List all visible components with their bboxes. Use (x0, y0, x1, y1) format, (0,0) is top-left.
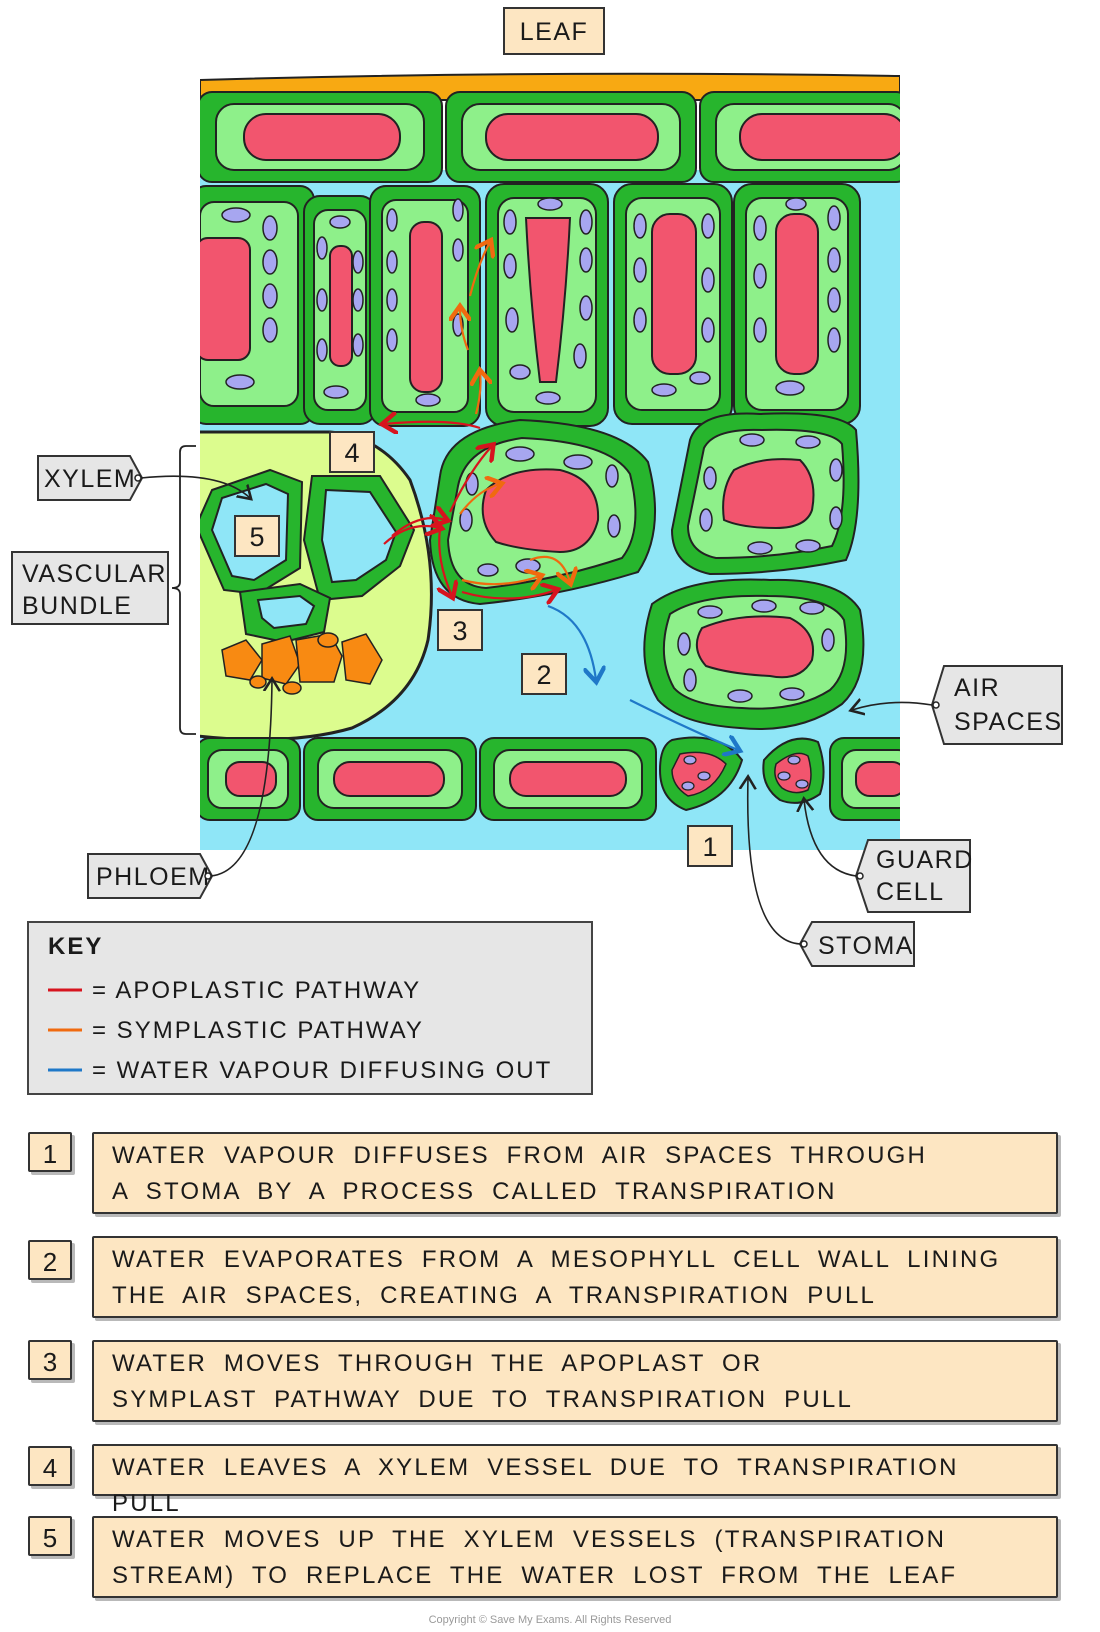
apoplastic-arrow (384, 422, 481, 428)
palisade-cell (369, 185, 481, 427)
svg-text:BUNDLE: BUNDLE (22, 592, 132, 620)
vascular-bundle (200, 430, 433, 742)
svg-text:1: 1 (702, 832, 717, 862)
svg-text:2: 2 (536, 660, 551, 690)
marker-3: 3 (437, 609, 483, 651)
symplastic-arrow (476, 372, 481, 415)
palisade-cell (733, 183, 861, 425)
vascular-bundle-label: VASCULAR BUNDLE (11, 445, 196, 735)
copyright-footer: Copyright © Save My Exams. All Rights Re… (428, 1614, 672, 1626)
key-box: KEY = APOPLASTIC PATHWAY = SYMPLASTIC PA… (27, 921, 593, 1095)
leaf-label: LEAF (503, 7, 605, 55)
svg-text:GUARD: GUARD (876, 846, 974, 874)
symplastic-arrow (459, 484, 500, 515)
svg-text:STOMA: STOMA (818, 932, 914, 960)
step-number: 1 (28, 1132, 72, 1172)
marker-5: 5 (234, 515, 280, 557)
apoplastic-arrow (391, 518, 446, 537)
key-item-vapour: = WATER VAPOUR DIFFUSING OUT (92, 1057, 552, 1084)
svg-text:LEAF: LEAF (520, 18, 589, 46)
step-number: 5 (28, 1516, 72, 1556)
xylem-label: XYLEM (37, 455, 250, 501)
svg-text:4: 4 (344, 438, 359, 468)
step-description: WATER MOVES THROUGH THE APOPLAST OR SYMP… (92, 1340, 1058, 1422)
pathway-arrows (384, 242, 738, 750)
spongy-cell (670, 412, 860, 576)
step-description: WATER LEAVES A XYLEM VESSEL DUE TO TRANS… (92, 1444, 1058, 1517)
guard-cell-label: GUARD CELL (804, 800, 974, 913)
svg-text:AIR: AIR (954, 674, 1000, 702)
vapour-arrow (629, 699, 738, 750)
step-number: 3 (28, 1340, 72, 1380)
marker-2: 2 (521, 653, 567, 695)
symplastic-arrow (468, 242, 490, 297)
step-number: 4 (28, 1446, 72, 1486)
svg-text:CELL: CELL (876, 878, 945, 906)
guard-cell-right (762, 737, 825, 804)
step-description: WATER MOVES UP THE XYLEM VESSELS (TRANSP… (92, 1516, 1058, 1598)
apoplastic-arrow (461, 590, 556, 599)
symplastic-arrow (460, 308, 468, 351)
chloroplasts (221, 197, 841, 407)
palisade-cell (613, 183, 733, 425)
upper-epidermis (200, 91, 900, 183)
apoplastic-arrow (439, 527, 452, 596)
apoplastic-arrow (449, 446, 492, 513)
air-spaces-label: AIR SPACES (852, 665, 1063, 745)
svg-text:PHLOEM: PHLOEM (96, 863, 211, 891)
key-item-apoplastic: = APOPLASTIC PATHWAY (92, 977, 421, 1004)
key-item-symplastic: = SYMPLASTIC PATHWAY (92, 1017, 424, 1044)
marker-1: 1 (687, 825, 733, 867)
palisade-cell (200, 185, 315, 425)
step-number: 2 (28, 1240, 72, 1280)
step-description: WATER VAPOUR DIFFUSES FROM AIR SPACES TH… (92, 1132, 1058, 1214)
spongy-cell (643, 578, 865, 730)
stoma-label: STOMA (748, 778, 915, 967)
step-description: WATER EVAPORATES FROM A MESOPHYLL CELL W… (92, 1236, 1058, 1318)
symplastic-arrow (461, 576, 540, 584)
svg-text:5: 5 (249, 522, 264, 552)
palisade-layer (200, 183, 861, 427)
xylem-vessel (302, 475, 416, 602)
phloem-cells (221, 632, 383, 695)
marker-4: 4 (329, 431, 375, 473)
lower-epidermis (200, 736, 900, 821)
svg-text:VASCULAR: VASCULAR (22, 560, 167, 588)
leaf-tissue (200, 72, 900, 850)
svg-text:SPACES: SPACES (954, 708, 1063, 736)
symplastic-arrow (529, 555, 570, 582)
phloem-label: PHLOEM (87, 680, 272, 899)
vapour-arrow (547, 604, 596, 680)
svg-text:XYLEM: XYLEM (44, 465, 136, 493)
key-title: KEY (48, 933, 103, 960)
xylem-vessel (238, 582, 332, 644)
svg-text:3: 3 (452, 616, 467, 646)
chloroplasts (459, 433, 843, 703)
